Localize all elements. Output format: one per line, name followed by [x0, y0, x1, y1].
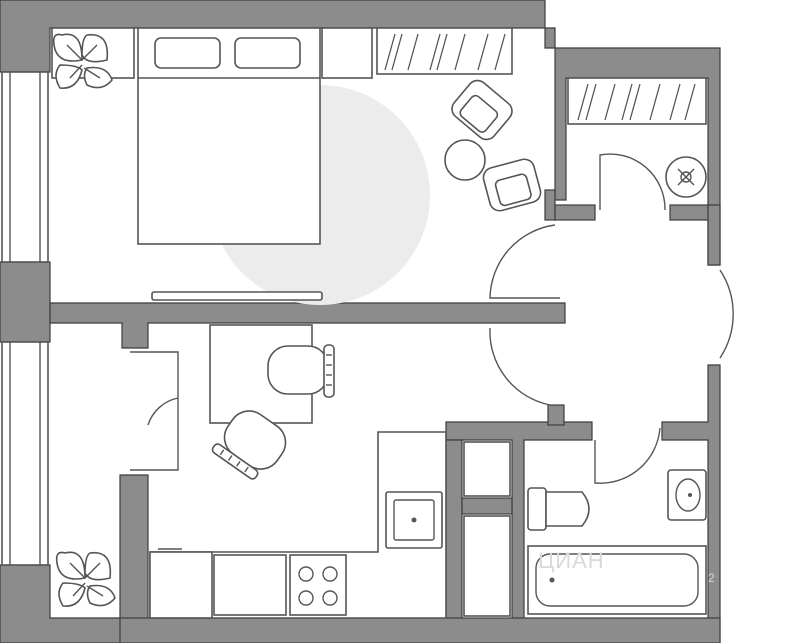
living-kitchen	[55, 324, 447, 619]
bathtub-icon	[527, 545, 707, 615]
storage	[463, 441, 511, 617]
wall-right-lower	[661, 364, 721, 643]
toilet-icon	[527, 487, 590, 531]
balcony-door-arc	[130, 351, 179, 471]
bathroom: ЦИАН 2	[527, 469, 715, 615]
nightstand-right	[321, 27, 373, 79]
closet-door-arc	[599, 153, 666, 211]
wall-left-lower	[0, 474, 149, 643]
watermark-suffix: 2	[708, 571, 715, 585]
stove-icon	[289, 554, 347, 616]
wall-storage-divider	[445, 439, 463, 643]
wall-hall-stub	[547, 404, 565, 426]
wall-top-bedroom	[0, 0, 721, 266]
watermark: ЦИАН	[538, 548, 605, 573]
dining-chair-icon	[211, 410, 287, 480]
window-bedroom	[1, 71, 49, 263]
wall-bathroom-top	[445, 421, 593, 643]
sink-icon	[385, 491, 443, 549]
plant-icon	[55, 551, 116, 607]
living-door-arc	[489, 327, 551, 406]
armchair-icon	[482, 158, 542, 212]
walls	[0, 0, 721, 643]
wall-bottom	[119, 617, 721, 643]
pillow-right	[234, 37, 301, 69]
bathroom-door-arc	[594, 427, 661, 484]
windows	[1, 71, 49, 566]
wall-closet-right-stub	[707, 204, 721, 266]
wall-closet-bottom-right	[669, 204, 711, 221]
water-heater-icon	[665, 156, 707, 198]
wall-partition-bedroom-living	[49, 302, 566, 349]
wall-left-window-sill-top	[0, 261, 51, 343]
storage-shelf-upper	[463, 441, 511, 497]
wall-storage-mid	[461, 497, 513, 515]
coffee-table	[444, 139, 486, 181]
storage-shelf-lower	[463, 515, 511, 617]
pillow-left	[154, 37, 221, 69]
rug	[151, 291, 323, 301]
bedroom-door-arc	[489, 224, 560, 299]
wall-closet-left	[544, 189, 556, 221]
entrance-door-arc	[719, 269, 734, 359]
hallway	[489, 224, 734, 484]
fridge	[149, 551, 213, 619]
washbasin-icon	[667, 469, 707, 521]
plant-icon	[52, 33, 113, 89]
closet	[567, 77, 707, 211]
armchair-icon	[451, 79, 513, 141]
dining-chair-icon	[267, 344, 335, 398]
bedroom	[51, 27, 542, 305]
cabinet	[213, 554, 287, 616]
window-living	[1, 341, 49, 566]
wardrobe-bedroom	[376, 27, 513, 75]
wall-closet-bottom-left	[554, 204, 596, 221]
